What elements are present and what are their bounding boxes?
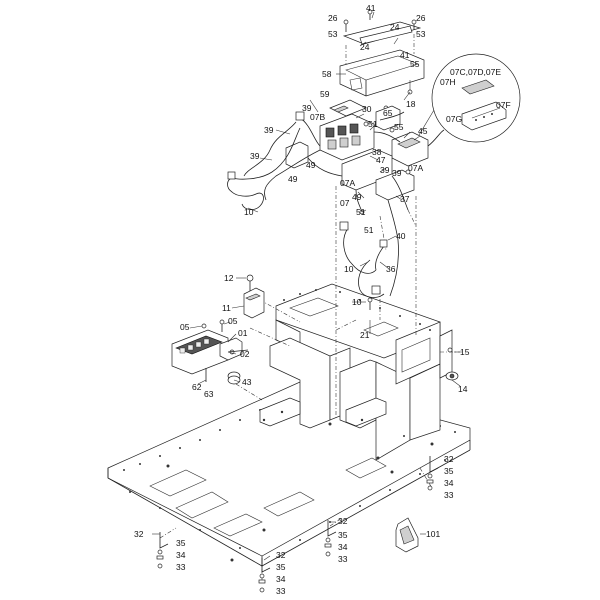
label-43: 43 <box>242 377 252 387</box>
label-07b: 07B <box>310 112 325 122</box>
label-39d: 39 <box>380 165 390 175</box>
label-35b: 35 <box>338 530 348 540</box>
label-51a: 51 <box>368 119 378 129</box>
label-05b: 05 <box>228 316 238 326</box>
label-07f: 07F <box>496 100 511 110</box>
label-35d: 35 <box>444 466 454 476</box>
label-12: 12 <box>224 273 234 283</box>
label-55b: 55 <box>394 122 404 132</box>
label-14: 14 <box>458 384 468 394</box>
label-33c: 33 <box>276 586 286 596</box>
label-07a1: 07A <box>408 163 423 173</box>
label-10c: 10 <box>352 297 362 307</box>
console-frame <box>259 283 453 461</box>
label-34a: 34 <box>176 550 186 560</box>
left-components <box>171 274 459 385</box>
label-18: 18 <box>406 99 416 109</box>
wire-harness <box>227 111 445 310</box>
label-49a: 49 <box>306 160 316 170</box>
label-33b: 33 <box>338 554 348 564</box>
label-07g: 07G <box>446 114 462 124</box>
label-65: 65 <box>383 108 393 118</box>
label-02: 02 <box>240 349 250 359</box>
label-53a: 53 <box>328 29 338 39</box>
label-07: 07 <box>340 198 350 208</box>
label-45: 45 <box>418 126 428 136</box>
label-05a: 05 <box>180 322 190 332</box>
label-33d: 33 <box>444 490 454 500</box>
label-38: 38 <box>372 147 382 157</box>
label-55a: 55 <box>410 59 420 69</box>
label-30: 30 <box>362 104 372 114</box>
label-41a: 41 <box>366 3 376 13</box>
label-40: 40 <box>396 231 406 241</box>
label-53b: 53 <box>416 29 426 39</box>
leader-lines <box>152 11 461 561</box>
label-34c: 34 <box>276 574 286 584</box>
label-32b: 32 <box>338 516 348 526</box>
label-59: 59 <box>320 89 330 99</box>
label-10b: 10 <box>344 264 354 274</box>
label-26a: 26 <box>328 13 338 23</box>
relay-fuse-box <box>285 99 429 215</box>
label-26b: 26 <box>416 13 426 23</box>
label-07h: 07H <box>440 77 456 87</box>
label-101: 101 <box>426 529 440 539</box>
controller-assembly <box>339 9 425 118</box>
label-07a2: 07A <box>340 178 355 188</box>
label-34b: 34 <box>338 542 348 552</box>
label-24a: 24 <box>390 22 400 32</box>
label-07c-07d-07e: 07C,07D,07E <box>450 67 501 77</box>
label-51b: 51 <box>356 207 366 217</box>
label-36: 36 <box>386 264 396 274</box>
label-35a: 35 <box>176 538 186 548</box>
label-21: 21 <box>360 330 370 340</box>
label-01: 01 <box>238 328 248 338</box>
label-32a: 32 <box>134 529 144 539</box>
label-41b: 41 <box>400 50 410 60</box>
label-49c: 49 <box>352 192 362 202</box>
label-49b: 49 <box>288 174 298 184</box>
label-33a: 33 <box>176 562 186 572</box>
label-39a: 39 <box>302 103 312 113</box>
connector-detail-callout <box>415 53 521 143</box>
label-37: 37 <box>400 194 410 204</box>
label-62: 62 <box>192 382 202 392</box>
label-58: 58 <box>322 69 332 79</box>
label-10a: 10 <box>244 207 254 217</box>
label-39c: 39 <box>250 151 260 161</box>
part-labels: 41 26 26 24 24 53 53 41 55 58 18 07C,07D… <box>134 3 511 596</box>
label-35c: 35 <box>276 562 286 572</box>
label-34d: 34 <box>444 478 454 488</box>
label-32d: 32 <box>444 454 454 464</box>
bottom-fasteners <box>156 456 439 593</box>
label-47: 47 <box>376 155 386 165</box>
label-63: 63 <box>204 389 214 399</box>
label-39e: 39 <box>392 168 402 178</box>
label-51c: 51 <box>364 225 374 235</box>
label-32c: 32 <box>276 550 286 560</box>
label-15: 15 <box>460 347 470 357</box>
label-39b: 39 <box>264 125 274 135</box>
label-11: 11 <box>222 303 231 313</box>
label-24b: 24 <box>360 42 370 52</box>
